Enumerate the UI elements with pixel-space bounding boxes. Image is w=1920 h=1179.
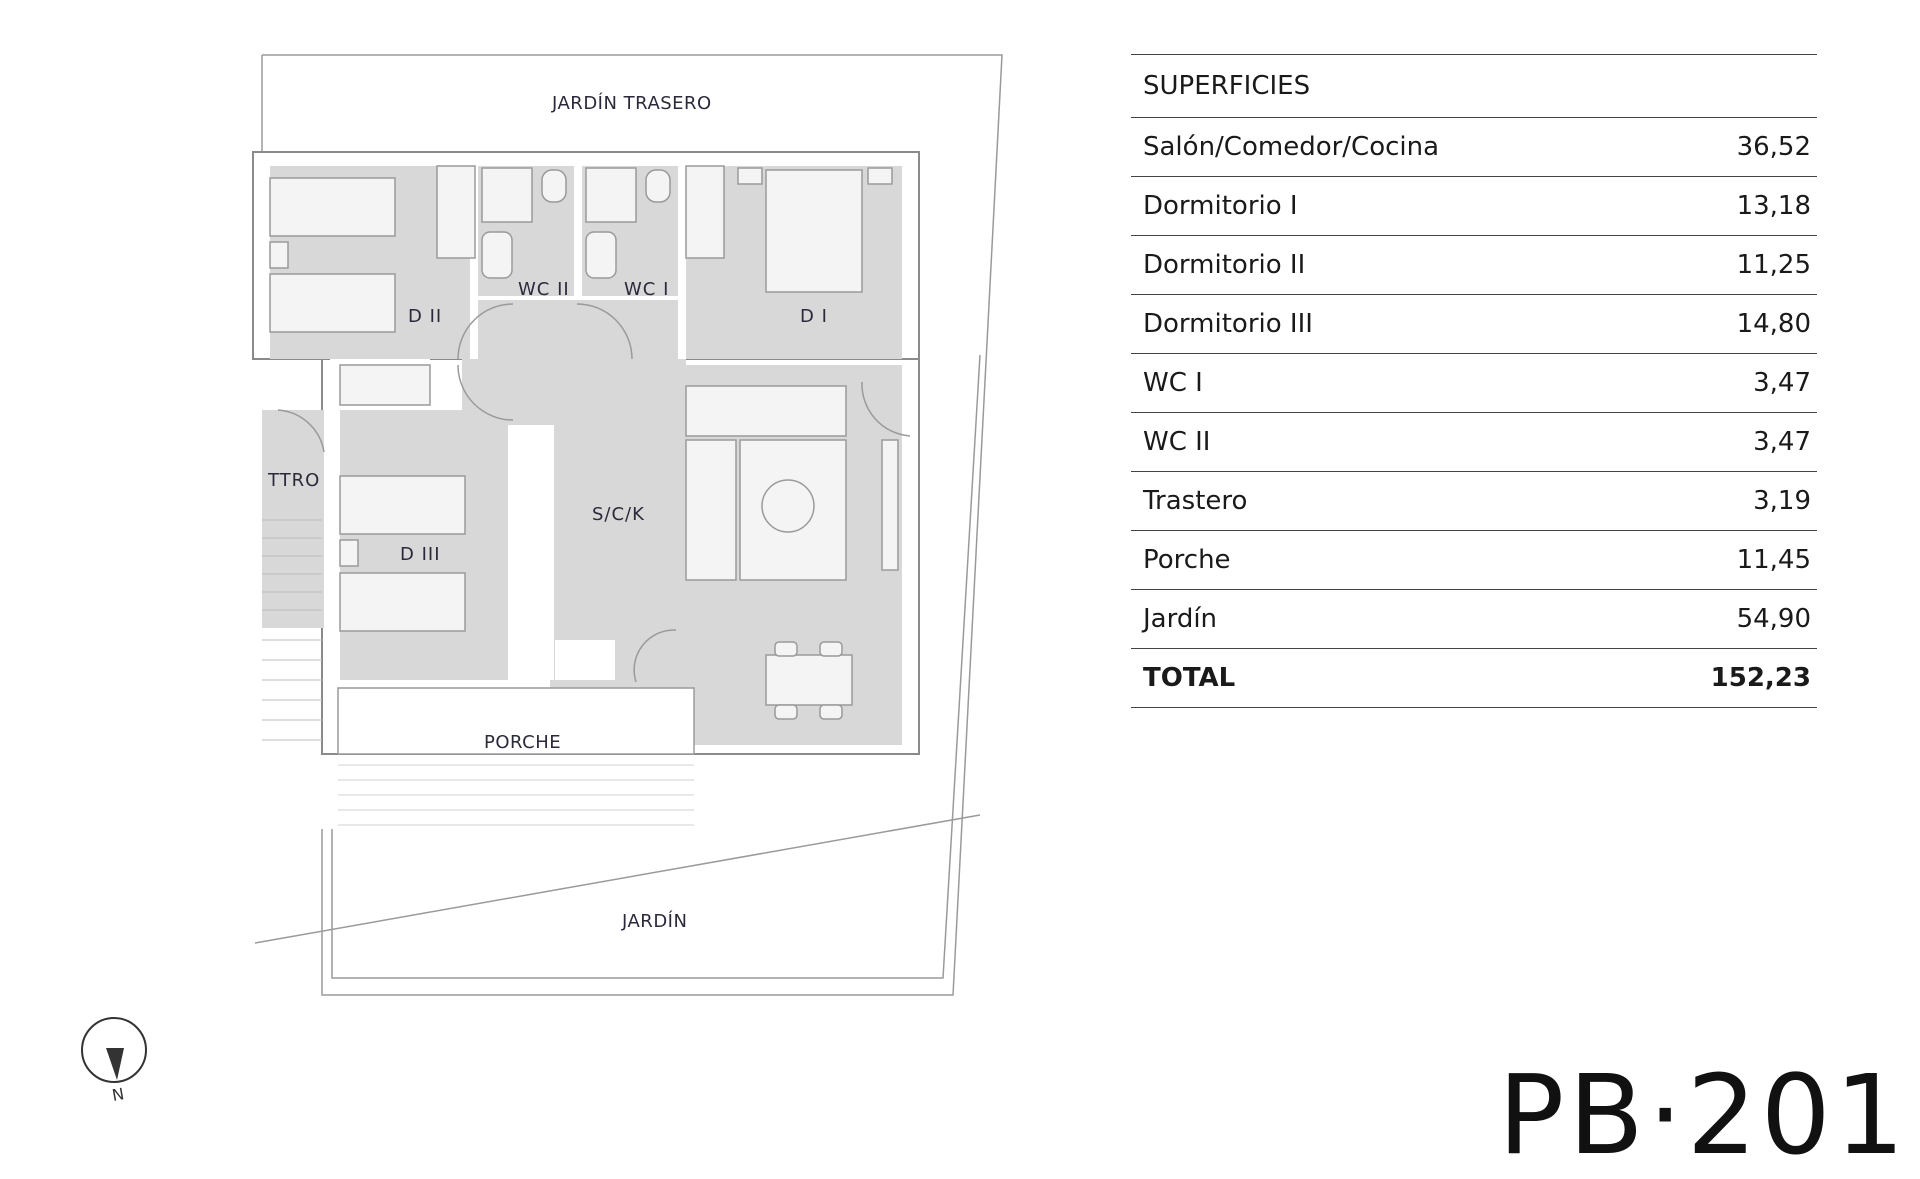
row-value: 13,18 [1736, 191, 1811, 221]
row-label: Salón/Comedor/Cocina [1143, 132, 1440, 162]
door-swing [576, 303, 633, 360]
door-swing [277, 409, 325, 453]
shower [585, 167, 637, 223]
storage-stripes [262, 519, 322, 741]
wardrobe [436, 165, 476, 259]
nightstand [867, 167, 893, 185]
table-row: Trastero 3,19 [1131, 471, 1817, 530]
row-value: 3,47 [1753, 427, 1811, 457]
total-value: 152,23 [1710, 663, 1811, 693]
table-total-row: TOTAL 152,23 [1131, 648, 1817, 708]
row-label: WC I [1143, 368, 1203, 398]
dining-table [765, 654, 853, 706]
door-swing [457, 364, 514, 421]
row-value: 3,47 [1753, 368, 1811, 398]
bed [339, 572, 466, 632]
row-value: 54,90 [1736, 604, 1811, 634]
shower [481, 167, 533, 223]
row-label: Dormitorio II [1143, 250, 1306, 280]
chair [819, 704, 843, 720]
double-bed [765, 169, 863, 293]
wall-segment [678, 166, 686, 359]
table-header-label: SUPERFICIES [1143, 71, 1311, 101]
bed [269, 177, 396, 237]
label-d-i: D I [800, 306, 828, 327]
sofa [685, 439, 737, 581]
wall-segment [508, 425, 554, 680]
table-row: Dormitorio III 14,80 [1131, 294, 1817, 353]
room-ttro [262, 410, 324, 628]
row-label: Dormitorio III [1143, 309, 1313, 339]
row-label: WC II [1143, 427, 1211, 457]
table-row: Porche 11,45 [1131, 530, 1817, 589]
sink [585, 231, 617, 279]
chair [774, 704, 798, 720]
table-row: WC I 3,47 [1131, 353, 1817, 412]
row-value: 36,52 [1736, 132, 1811, 162]
table-row: WC II 3,47 [1131, 412, 1817, 471]
label-jardin-trasero: JARDÍN TRASERO [551, 92, 712, 114]
label-wc-i: WC I [624, 279, 669, 300]
chair [819, 641, 843, 657]
door-swing [861, 381, 911, 437]
row-value: 11,25 [1736, 250, 1811, 280]
table-header: SUPERFICIES [1131, 54, 1817, 117]
row-label: Porche [1143, 545, 1231, 575]
table-row: Dormitorio I 13,18 [1131, 176, 1817, 235]
garden-divider [254, 814, 981, 944]
wall-segment [470, 166, 478, 359]
total-label: TOTAL [1143, 663, 1236, 693]
door-swing [457, 303, 514, 360]
label-porche: PORCHE [484, 732, 561, 753]
porch-stripes [338, 764, 694, 826]
nightstand [737, 167, 763, 185]
label-d-ii: D II [408, 306, 442, 327]
wall-segment [574, 166, 582, 296]
nightstand [269, 241, 289, 269]
row-label: Dormitorio I [1143, 191, 1298, 221]
wardrobe [685, 165, 725, 259]
garden-fence [331, 354, 981, 979]
unit-code: PB·201 [1498, 1051, 1909, 1179]
nightstand [339, 539, 359, 567]
label-ttro: TTRO [267, 470, 320, 491]
sink [481, 231, 513, 279]
table-row: Salón/Comedor/Cocina 36,52 [1131, 117, 1817, 176]
wall-segment [555, 640, 615, 680]
table-row: Jardín 54,90 [1131, 589, 1817, 648]
toilet [645, 169, 671, 203]
row-value: 3,19 [1753, 486, 1811, 516]
floor-plan: JARDÍN TRASERO D II WC II WC I D I TTRO … [81, 54, 1003, 1105]
chair [774, 641, 798, 657]
door-swing [633, 629, 677, 683]
compass-icon: N [81, 1017, 147, 1105]
sofa [685, 385, 847, 437]
tv-unit [881, 439, 899, 571]
label-d-iii: D III [400, 544, 441, 565]
label-sck: S/C/K [592, 504, 645, 525]
desk [339, 364, 431, 406]
bed [339, 475, 466, 535]
label-wc-ii: WC II [518, 279, 570, 300]
row-value: 14,80 [1736, 309, 1811, 339]
row-label: Jardín [1143, 604, 1218, 634]
bed [269, 273, 396, 333]
room-d-iii [340, 410, 508, 680]
toilet [541, 169, 567, 203]
label-jardin: JARDÍN [621, 910, 687, 932]
table-row: Dormitorio II 11,25 [1131, 235, 1817, 294]
porch-area [337, 687, 695, 755]
compass-north-label: N [111, 1084, 126, 1105]
coffee-table [761, 479, 815, 533]
plot-boundary [262, 54, 1003, 996]
row-value: 11,45 [1736, 545, 1811, 575]
row-label: Trastero [1143, 486, 1248, 516]
